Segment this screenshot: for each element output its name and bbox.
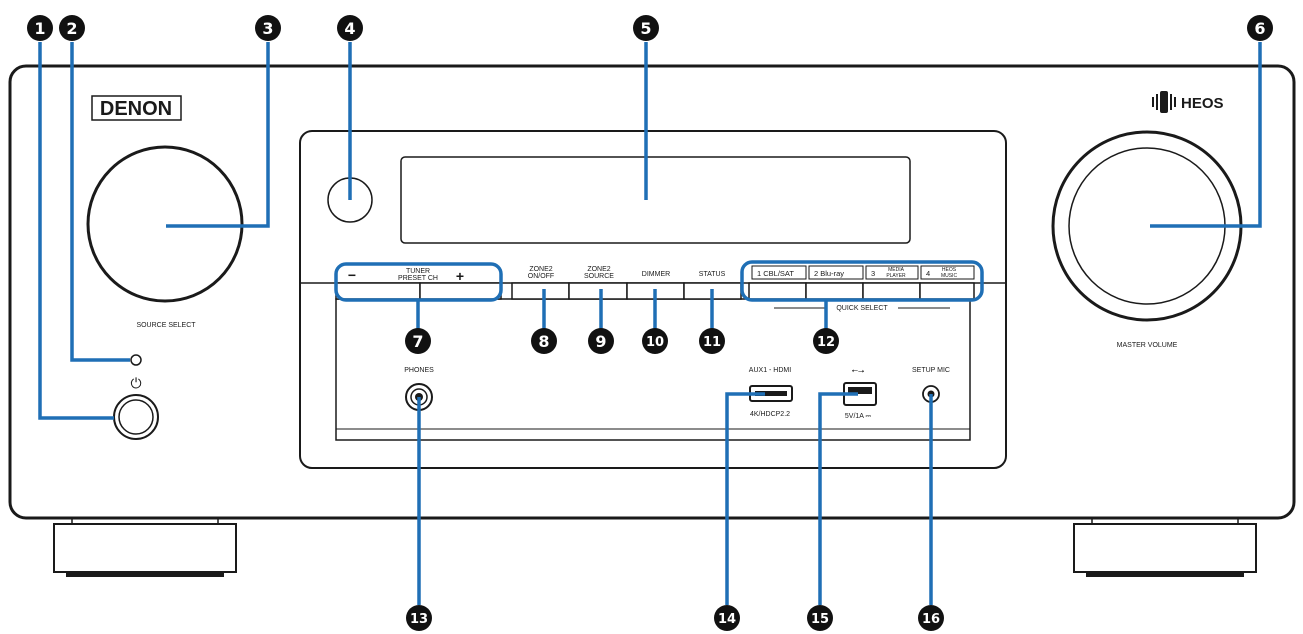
- svg-text:MASTER VOLUME: MASTER VOLUME: [1117, 342, 1178, 349]
- svg-text:9: 9: [595, 332, 606, 351]
- svg-text:5V/1A ⎓: 5V/1A ⎓: [845, 413, 872, 420]
- callout-badge-13: 13: [406, 605, 432, 631]
- svg-text:SETUP MIC: SETUP MIC: [912, 367, 950, 374]
- svg-text:MEDIA: MEDIA: [888, 267, 905, 273]
- callout-badge-1: 1: [27, 15, 53, 41]
- svg-text:11: 11: [703, 335, 721, 350]
- svg-text:MUSIC: MUSIC: [941, 273, 958, 279]
- svg-text:1 CBL/SAT: 1 CBL/SAT: [757, 269, 794, 278]
- svg-text:PLAYER: PLAYER: [886, 273, 906, 279]
- callout-badge-5: 5: [633, 15, 659, 41]
- quick-select-2-button[interactable]: [805, 282, 864, 300]
- svg-text:HEOS: HEOS: [1181, 95, 1224, 112]
- svg-text:DENON: DENON: [100, 98, 172, 120]
- svg-text:15: 15: [811, 612, 829, 627]
- left-foot: [53, 517, 237, 577]
- svg-text:8: 8: [538, 332, 549, 351]
- svg-text:2: 2: [66, 19, 77, 38]
- svg-text:SOURCE: SOURCE: [584, 273, 614, 280]
- svg-text:QUICK SELECT: QUICK SELECT: [836, 305, 888, 312]
- svg-text:HEOS: HEOS: [942, 267, 957, 273]
- callout-badge-16: 16: [918, 605, 944, 631]
- callout-badge-8: 8: [531, 328, 557, 354]
- svg-text:3: 3: [262, 19, 273, 38]
- svg-text:−: −: [348, 267, 356, 283]
- quick-select-1-button[interactable]: [748, 282, 807, 300]
- right-foot: [1073, 517, 1257, 577]
- quick-select-buttons: 1 CBL/SAT 2 Blu-ray 3 MEDIA PLAYER 4 HEO…: [748, 265, 975, 312]
- power-button[interactable]: [113, 394, 159, 440]
- svg-text:13: 13: [410, 612, 428, 627]
- svg-text:4K/HDCP2.2: 4K/HDCP2.2: [750, 411, 790, 418]
- svg-text:STATUS: STATUS: [699, 271, 726, 278]
- callout-badge-11: 11: [699, 328, 725, 354]
- svg-text:10: 10: [646, 335, 664, 350]
- denon-logo: DENON: [91, 95, 182, 121]
- svg-text:PHONES: PHONES: [404, 367, 434, 374]
- svg-text:TUNER: TUNER: [406, 268, 430, 275]
- source-select-knob[interactable]: [86, 145, 244, 303]
- svg-text:⏻: ⏻: [130, 375, 141, 391]
- display: [400, 156, 911, 244]
- svg-text:DIMMER: DIMMER: [642, 271, 670, 278]
- heos-logo: HEOS: [1152, 91, 1224, 113]
- callout-badge-12: 12: [813, 328, 839, 354]
- tuner-preset-minus-button[interactable]: [335, 282, 421, 300]
- quick-select-3-button[interactable]: [862, 282, 921, 300]
- quick-select-4-button[interactable]: [919, 282, 975, 300]
- svg-text:ON/OFF: ON/OFF: [528, 273, 554, 280]
- callout-badge-15: 15: [807, 605, 833, 631]
- svg-text:5: 5: [640, 19, 651, 38]
- callout-badge-10: 10: [642, 328, 668, 354]
- svg-text:14: 14: [718, 612, 736, 627]
- callout-lines: [38, 42, 1262, 440]
- callout-badge-7: 7: [405, 328, 431, 354]
- svg-text:PRESET CH: PRESET CH: [398, 275, 438, 282]
- callout-badge-2: 2: [59, 15, 85, 41]
- power-indicator: [130, 354, 142, 366]
- zone2-onoff-button[interactable]: [511, 282, 570, 300]
- svg-text:16: 16: [922, 612, 940, 627]
- callout-badge-6: 6: [1247, 15, 1273, 41]
- svg-text:6: 6: [1254, 19, 1265, 38]
- svg-text:1: 1: [34, 19, 45, 38]
- callout-badge-14: 14: [714, 605, 740, 631]
- svg-text:12: 12: [817, 335, 835, 350]
- svg-text:ZONE2: ZONE2: [529, 266, 552, 273]
- callout-badge-4: 4: [337, 15, 363, 41]
- svg-text:3: 3: [871, 269, 875, 278]
- svg-text:2 Blu-ray: 2 Blu-ray: [814, 269, 844, 278]
- svg-text:4: 4: [926, 269, 930, 278]
- tuner-preset-plus-button[interactable]: [419, 282, 502, 300]
- tuner-preset-buttons: TUNER PRESET CH − +: [335, 267, 502, 300]
- callout-badge-9: 9: [588, 328, 614, 354]
- svg-text:ZONE2: ZONE2: [587, 266, 610, 273]
- svg-text:AUX1 - HDMI: AUX1 - HDMI: [749, 367, 791, 374]
- zone2-source-button[interactable]: [568, 282, 628, 300]
- svg-text:SOURCE SELECT: SOURCE SELECT: [136, 322, 196, 329]
- svg-text:7: 7: [412, 332, 423, 351]
- svg-text:4: 4: [344, 19, 355, 38]
- callout-badge-3: 3: [255, 15, 281, 41]
- svg-text:⭠⭢: ⭠⭢: [852, 366, 865, 375]
- svg-text:+: +: [456, 268, 464, 284]
